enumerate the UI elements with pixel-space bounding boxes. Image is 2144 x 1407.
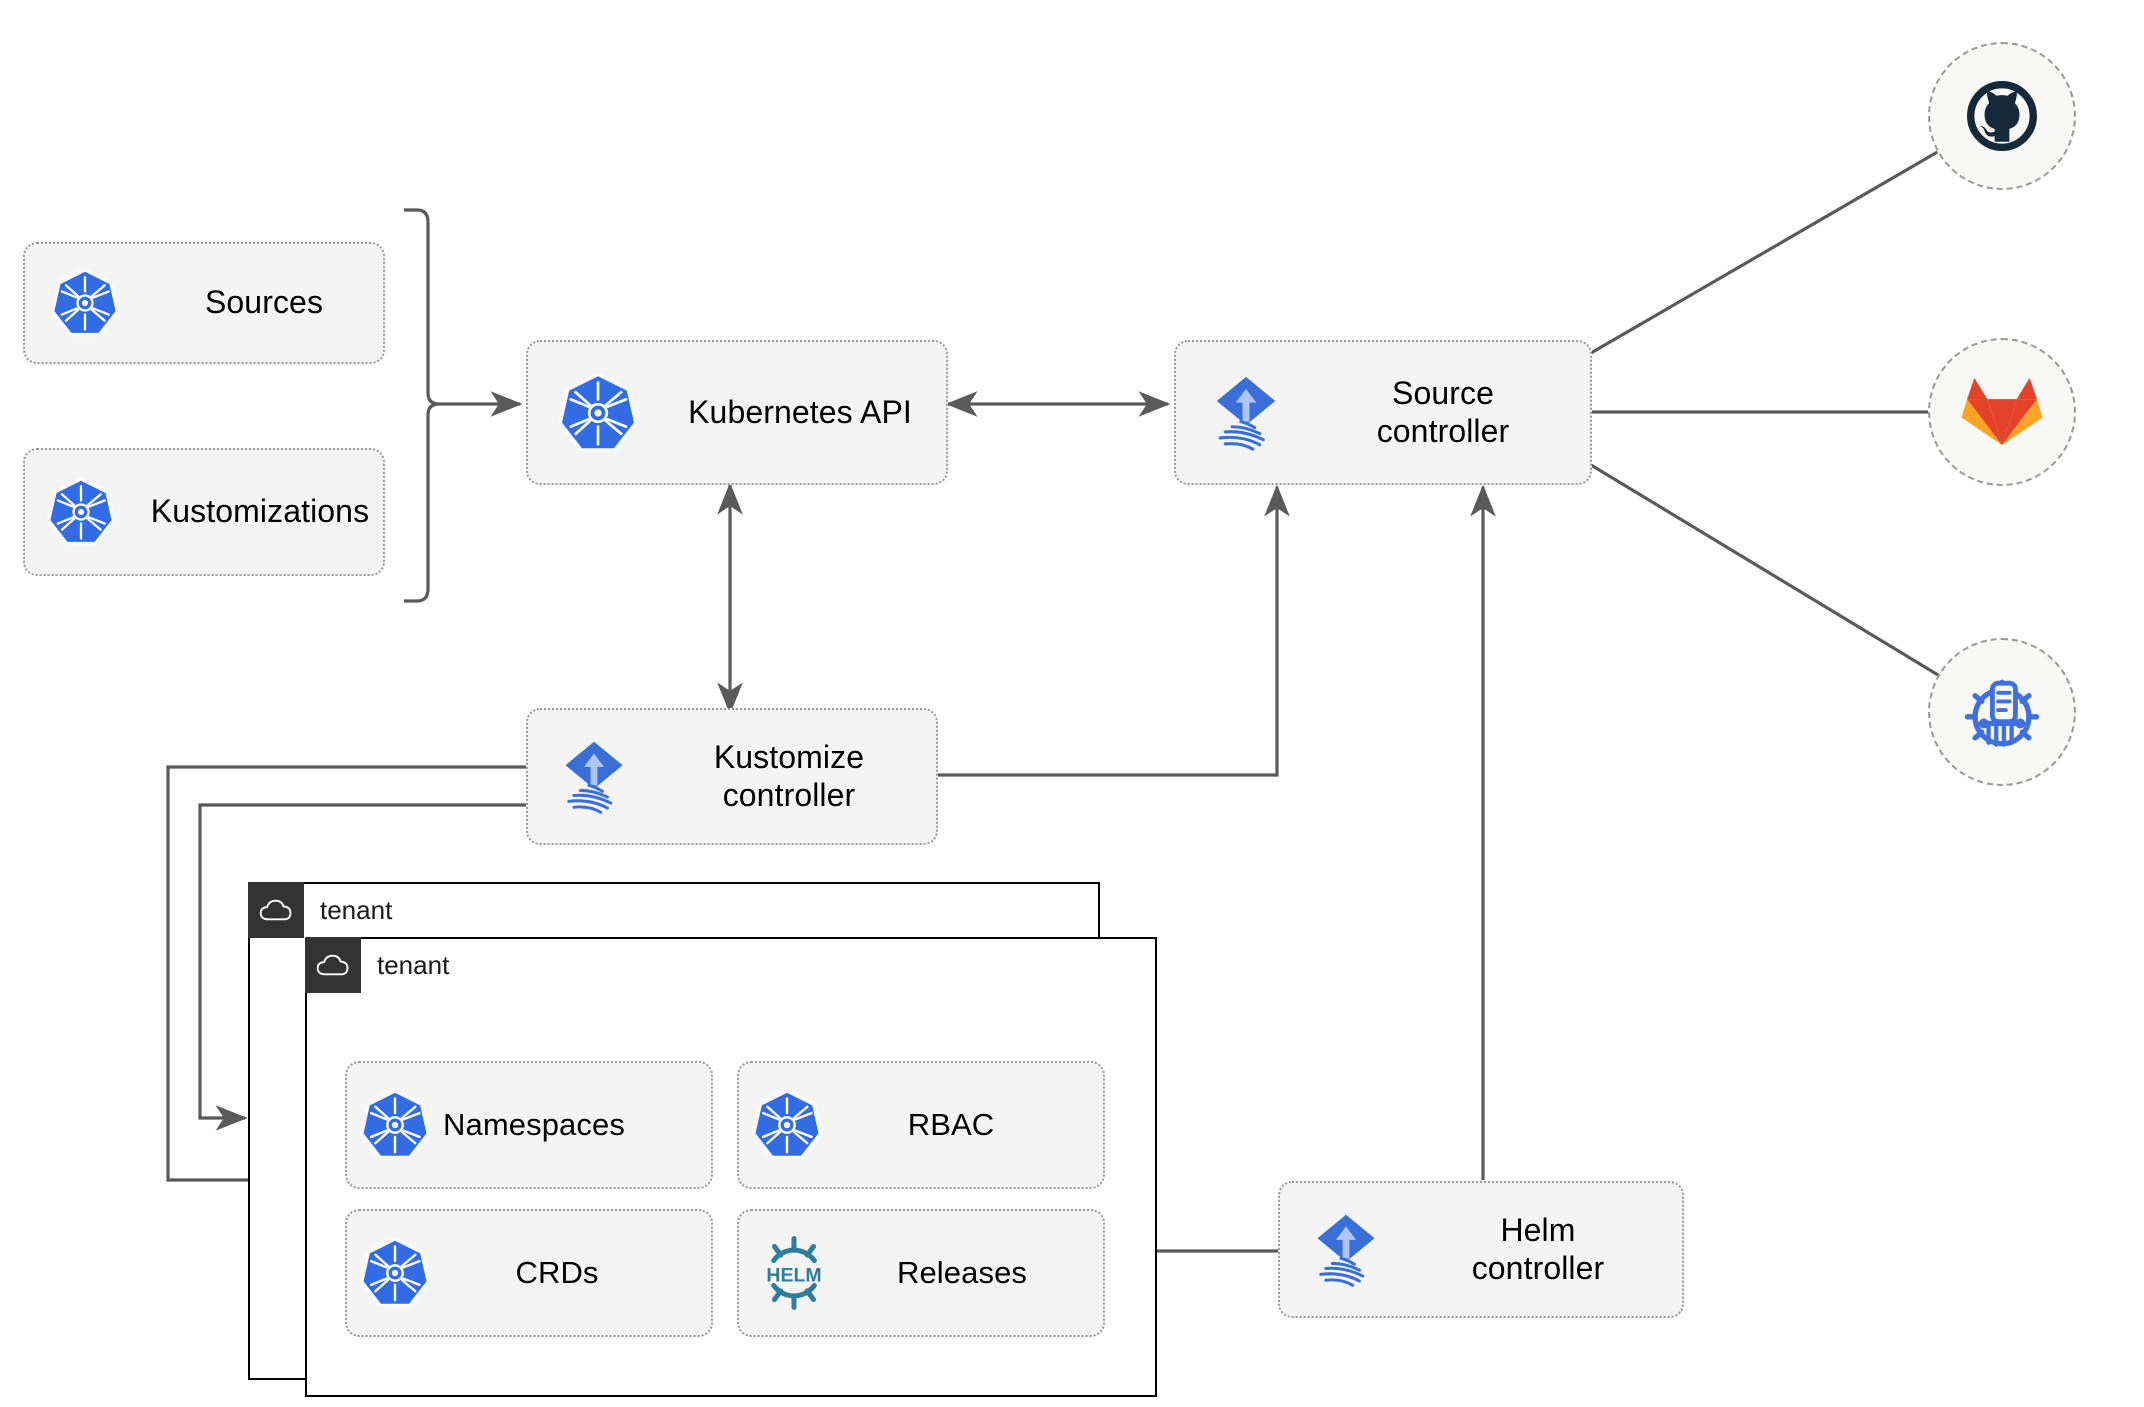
- cloud-icon: [248, 882, 304, 938]
- tenant-window-inner[interactable]: tenant Namespaces: [305, 937, 1157, 1397]
- wire-sourcecontroller-github: [1590, 116, 1999, 355]
- node-rbac[interactable]: RBAC: [737, 1061, 1105, 1189]
- node-helm-controller-label: Helm controller: [1412, 1212, 1682, 1288]
- kubernetes-icon: [25, 269, 145, 337]
- provider-gitlab[interactable]: [1928, 338, 2076, 486]
- provider-helm-repository[interactable]: [1928, 638, 2076, 786]
- kubernetes-icon: [739, 1090, 835, 1160]
- helm-repository-icon: [1964, 679, 2040, 747]
- wire-kustomizecontroller-sourcecontroller: [936, 484, 1290, 777]
- flux-icon: [1176, 370, 1316, 456]
- kubernetes-icon: [347, 1238, 443, 1308]
- flux-icon: [1280, 1208, 1412, 1292]
- helm-controller-line2: controller: [1471, 1249, 1605, 1286]
- tenant-titlebar: tenant: [248, 882, 392, 938]
- node-releases-label: Releases: [896, 1254, 1028, 1290]
- node-kubernetes-api[interactable]: Kubernetes API: [526, 340, 948, 485]
- node-releases[interactable]: HELM Releases: [737, 1209, 1105, 1337]
- tenant-name-inner: tenant: [377, 949, 450, 980]
- wire-inputs-brace: [404, 208, 440, 603]
- node-crds[interactable]: CRDs: [345, 1209, 713, 1337]
- tenant-titlebar: tenant: [305, 937, 449, 993]
- flux-icon: [528, 735, 660, 819]
- node-sources[interactable]: Sources: [23, 242, 385, 364]
- svg-text:HELM: HELM: [766, 1265, 821, 1287]
- node-namespaces-label: Namespaces: [443, 1106, 625, 1142]
- cloud-icon: [305, 937, 361, 993]
- node-crds-label: CRDs: [515, 1254, 599, 1290]
- node-source-controller-label: Source controller: [1316, 375, 1590, 451]
- kubernetes-icon: [528, 373, 668, 453]
- node-kustomize-controller[interactable]: Kustomize controller: [526, 708, 938, 845]
- node-namespaces[interactable]: Namespaces: [345, 1061, 713, 1189]
- node-kustomizations[interactable]: Kustomizations: [23, 448, 385, 576]
- kustomize-controller-line2: controller: [722, 776, 856, 813]
- helm-icon: HELM: [739, 1234, 849, 1312]
- node-sources-label: Sources: [204, 284, 324, 321]
- provider-github[interactable]: [1928, 42, 2076, 190]
- node-rbac-label: RBAC: [907, 1106, 995, 1142]
- gitlab-icon: [1961, 377, 2043, 446]
- kubernetes-icon: [25, 478, 137, 546]
- node-source-controller[interactable]: Source controller: [1174, 340, 1592, 485]
- github-icon: [1967, 81, 2037, 151]
- source-controller-line2: controller: [1376, 412, 1510, 449]
- node-kustomizations-label: Kustomizations: [150, 493, 370, 530]
- kustomize-controller-line1: Kustomize: [713, 738, 865, 775]
- tenant-name-outer: tenant: [320, 894, 393, 925]
- wire-sourcecontroller-helmrepo: [1590, 463, 1999, 712]
- node-kubernetes-api-label: Kubernetes API: [688, 393, 912, 430]
- helm-controller-line1: Helm: [1500, 1211, 1576, 1248]
- source-controller-line1: Source: [1392, 374, 1494, 411]
- kubernetes-icon: [347, 1090, 443, 1160]
- node-helm-controller[interactable]: Helm controller: [1278, 1181, 1684, 1318]
- node-kustomize-controller-label: Kustomize controller: [660, 739, 936, 815]
